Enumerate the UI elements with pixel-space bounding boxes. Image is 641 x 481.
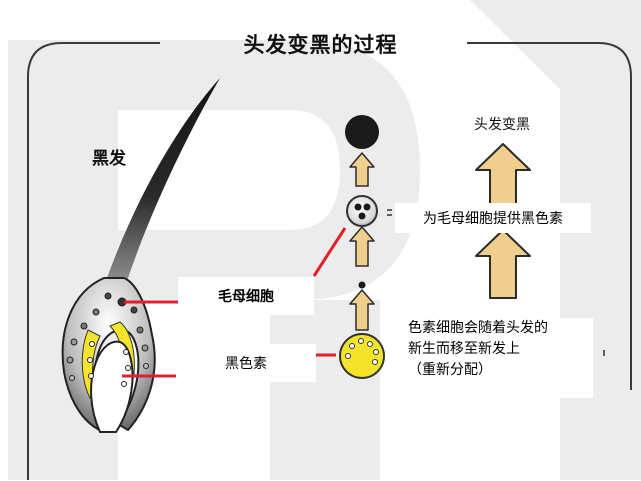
- dash-marks: [387, 209, 605, 356]
- supply-callout: 为毛母细胞提供黑色素: [395, 203, 591, 233]
- melanin-callout: 黑色素: [176, 344, 316, 382]
- yellow-melanin-cell-icon: [339, 333, 385, 379]
- pointer-lines: [122, 227, 347, 378]
- hair-shaft: [102, 78, 220, 292]
- melanocyte-cell-icon: [346, 195, 378, 227]
- redistribution-line-3: （重新分配）: [408, 362, 492, 378]
- black-hair-label: 黑发: [92, 148, 126, 171]
- diagram-title: 头发变黑的过程: [243, 33, 398, 57]
- black-pigment-icon: [345, 115, 379, 149]
- hair-darkens-label: 头发变黑: [474, 117, 530, 133]
- redistribution-line-2: 新生而移至新发上: [408, 341, 520, 357]
- redistribution-callout: 色素细胞会随着头发的 新生而移至新发上 （重新分配）: [408, 318, 593, 398]
- melanin-sequence: [339, 115, 385, 379]
- redistribution-line-1: 色素细胞会随着头发的: [408, 320, 548, 336]
- small-granule-icon: [358, 281, 366, 289]
- supplies-melanin-label: 为毛母细胞提供黑色素: [423, 211, 563, 227]
- frame-border: [27, 42, 632, 480]
- up-arrow-icon: [349, 152, 375, 331]
- dermal-papilla-callout: 毛母细胞: [178, 277, 314, 315]
- dermal-papilla-label: 毛母细胞: [218, 289, 274, 305]
- large-up-arrow-icon: [475, 143, 531, 299]
- melanin-granule-icon: [66, 292, 149, 387]
- hair-bulb: [61, 277, 156, 433]
- melanin-label: 黑色素: [225, 356, 267, 372]
- black-hair-label-text: 黑发: [92, 149, 126, 169]
